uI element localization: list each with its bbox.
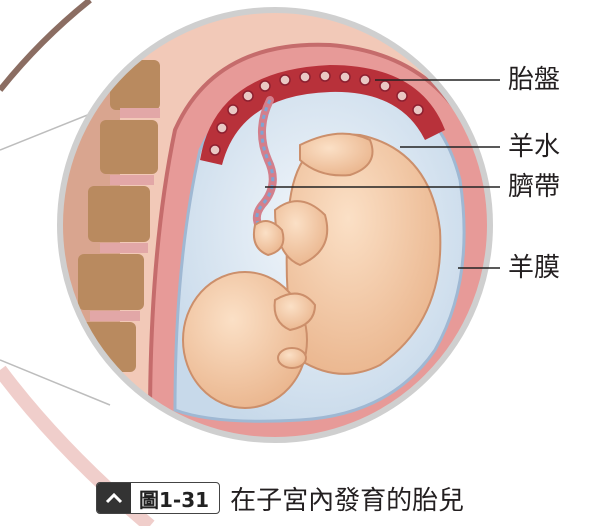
magnifier-ring — [57, 7, 493, 443]
placenta — [200, 65, 445, 165]
magnified-view — [60, 10, 490, 440]
label-placenta: 胎盤 — [508, 65, 561, 95]
label-amniotic-fluid: 羊水 — [508, 132, 561, 162]
label-amnion: 羊膜 — [508, 253, 561, 283]
leader-lines — [265, 79, 500, 269]
label-umbilical-cord: 臍帶 — [508, 172, 561, 202]
figure-caption: 圖1-31 在子宮內發育的胎兒 — [96, 481, 465, 516]
figure-number: 圖1-31 — [139, 487, 210, 512]
figure-title: 在子宮內發育的胎兒 — [230, 485, 465, 516]
chevron-up-icon — [97, 483, 131, 513]
fetus — [182, 132, 442, 409]
caption-badge: 圖1-31 — [96, 482, 221, 514]
